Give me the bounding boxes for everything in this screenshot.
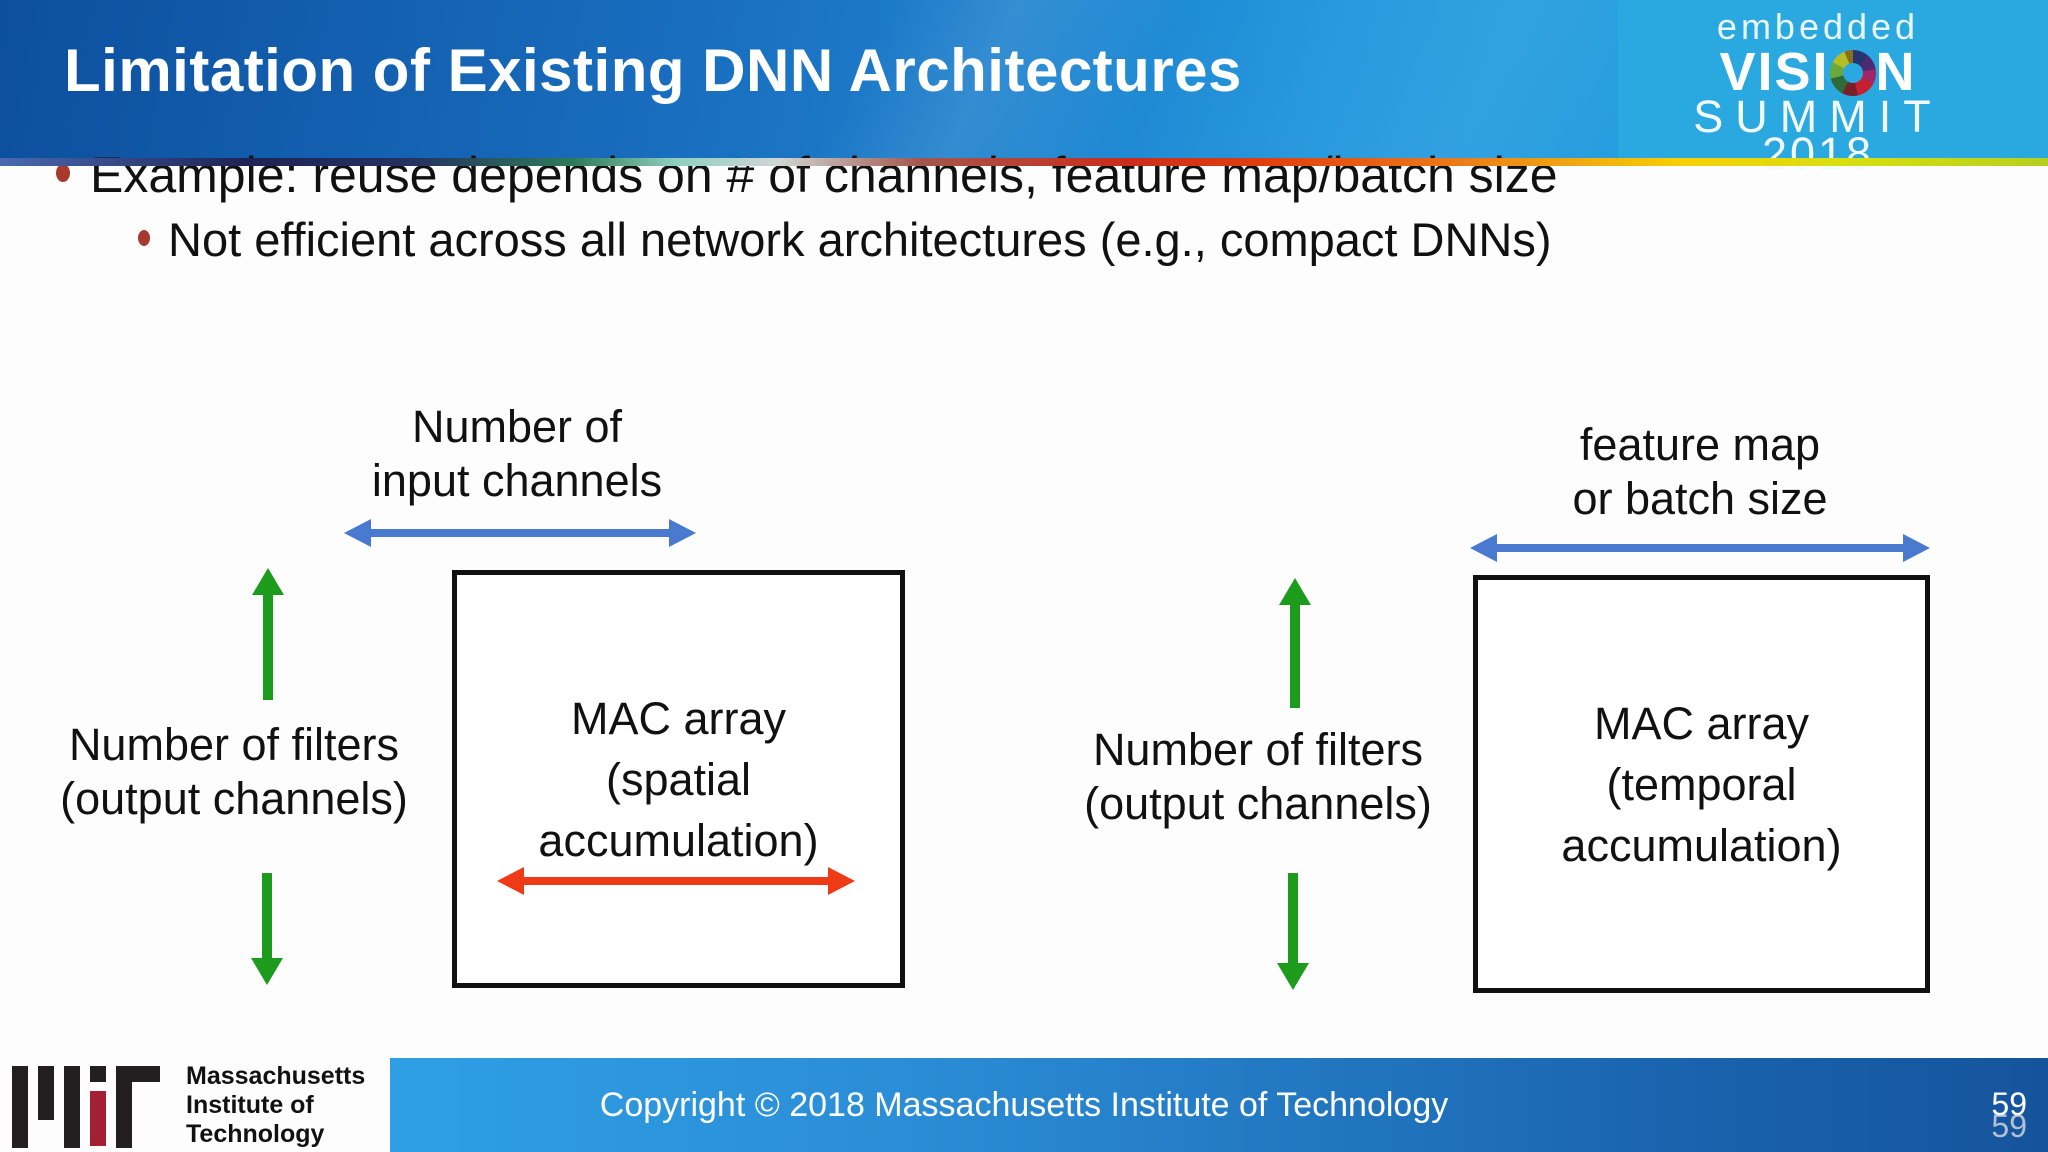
embedded-vision-summit-logo: embedded VISI N SUMMIT 2018 [1618,0,2048,176]
mit-wordmark-line: Technology [186,1120,325,1148]
box-label-line: (temporal [1606,758,1797,810]
filters-up-arrow-icon [1279,578,1311,708]
label-line: Number of filters [68,719,400,770]
color-wheel-icon [1829,50,1876,96]
arrow-shaft [262,873,272,961]
mit-logo-bar [116,1066,132,1148]
label-line: feature map [1579,419,1821,470]
label-line: (output channels) [60,773,408,824]
filters-down-arrow-icon [251,873,283,985]
mit-logo-bar [116,1066,160,1082]
logo-vision-pre: VISI [1719,42,1830,102]
copyright-text: Copyright © 2018 Massachusetts Institute… [599,1086,1449,1124]
box-label-line: (spatial [605,753,752,805]
mac-array-temporal-box: MAC array (temporal accumulation) [1473,575,1930,993]
logo-summit-text: SUMMIT [1693,91,1943,142]
logo-year-text: 2018 [1761,128,1875,179]
mit-logo-bar [64,1066,80,1148]
filters-up-arrow-icon [252,568,284,700]
page-number: 59 [1991,1086,2027,1122]
output-channels-label-left: Number of filters (output channels) [24,718,444,826]
mit-wordmark: Massachusetts Institute of Technology [186,1062,365,1149]
mit-logo-bar [90,1066,106,1082]
mit-wordmark-line: Massachusetts [186,1062,366,1090]
mit-logo [12,1066,162,1148]
box-label-line: accumulation) [538,814,819,866]
bullet-dot [138,230,150,246]
page-title: Limitation of Existing DNN Architectures [64,37,1242,104]
label-line: Number of filters [1092,724,1424,775]
label-line: (output channels) [1084,778,1432,829]
output-channels-label-right: Number of filters (output channels) [1048,723,1468,831]
feature-map-batch-label: feature map or batch size [1495,418,1905,526]
page-number-ghost: 59 [1991,1108,2027,1144]
mac-array-spatial-box: MAC array (spatial accumulation) [452,570,905,988]
label-line: Number of [411,401,623,452]
filters-down-arrow-icon [1277,873,1309,990]
box-label-line: MAC array [1593,697,1810,749]
header-rainbow-divider [0,158,2048,166]
bullet-item: Not efficient across all network archite… [168,213,1552,266]
mit-logo-bar [12,1066,28,1148]
footer-bar [390,1058,2048,1152]
arrow-shaft [1288,873,1298,966]
bullet-item: Example: reuse depends on # of channels,… [90,147,1558,203]
logo-embedded-text: embedded [1716,6,1920,47]
feature-map-arrow-icon [1470,534,1930,562]
logo-vision-post: N [1875,42,1917,102]
input-channels-arrow-icon [344,519,696,547]
mit-logo-red-bar [90,1091,106,1146]
mit-logo-bar [38,1066,54,1120]
input-channels-label: Number of input channels [317,400,717,508]
label-line: or batch size [1572,473,1828,524]
arrow-shaft [1290,602,1300,708]
mit-wordmark-line: Institute of [186,1091,314,1119]
box-label-line: accumulation) [1561,819,1842,871]
logo-vision-text: VISI N [1618,45,2018,99]
label-line: input channels [371,455,663,506]
box-label-line: MAC array [570,692,787,744]
spatial-accumulation-arrow-icon [497,867,855,895]
bullet-dot [56,164,70,182]
arrow-shaft [263,592,273,700]
